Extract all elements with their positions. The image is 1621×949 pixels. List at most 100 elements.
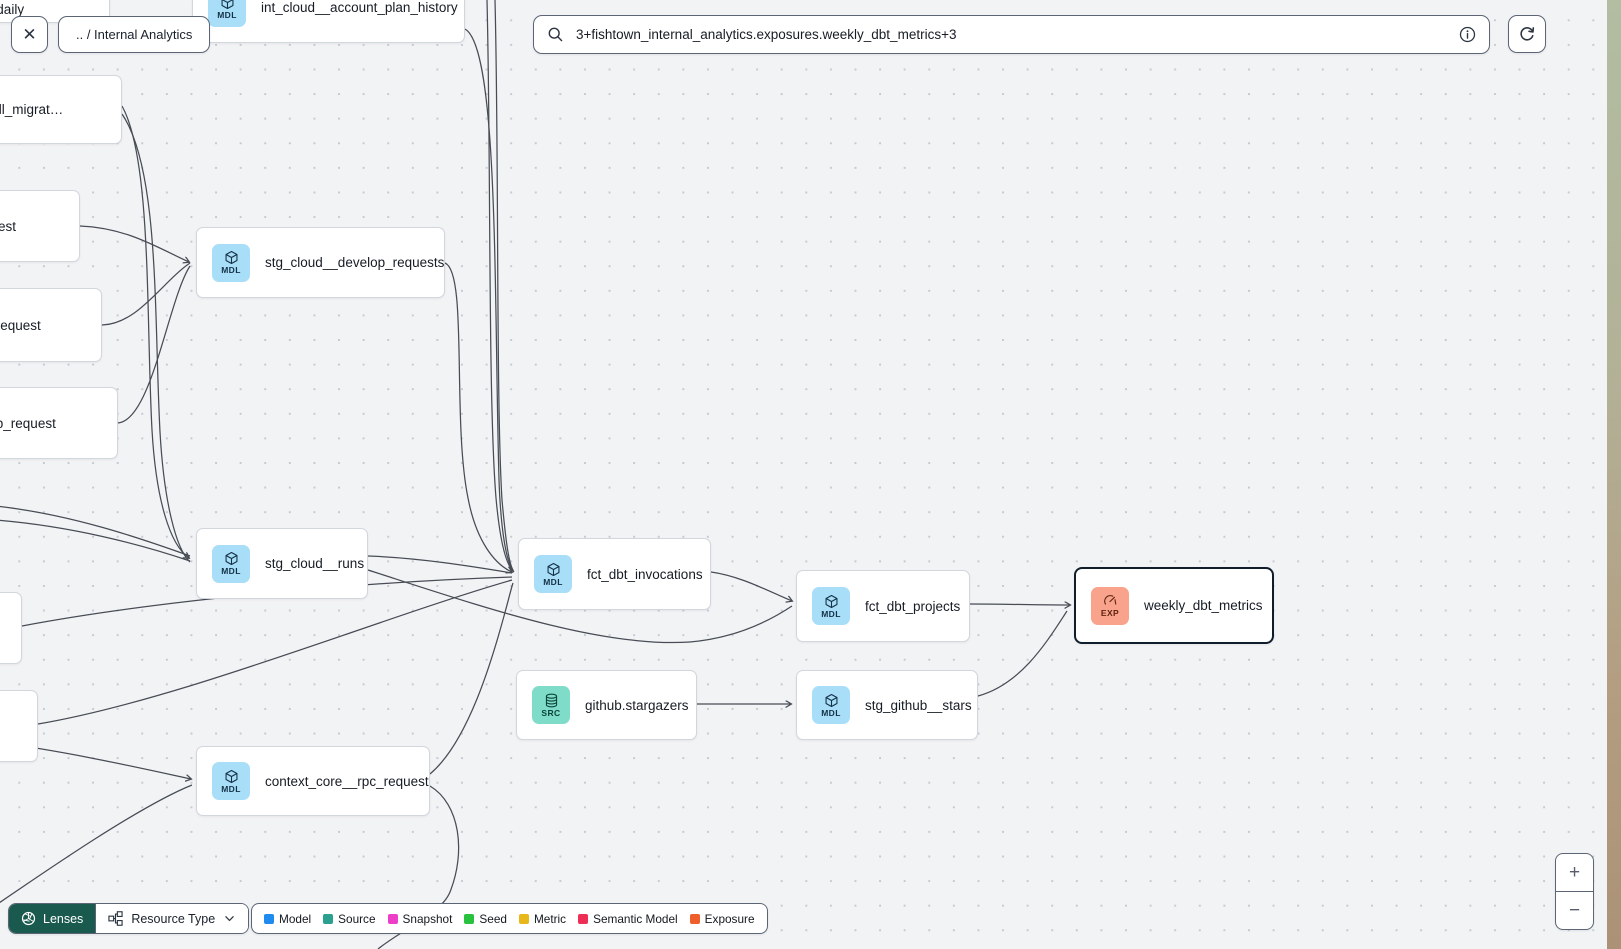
close-button[interactable]: ✕ (11, 16, 48, 53)
lenses-label: Lenses (43, 911, 84, 926)
legend: Model Source Snapshot Seed Metric Semantic Mo… (251, 903, 768, 934)
node-label: multicell_migrat… (0, 102, 64, 117)
edge-p_request--stg_cloud__develop_requests (79, 225, 189, 262)
legend-label: Source (338, 911, 376, 926)
legend-label: Model (279, 911, 312, 926)
legend-item-metric: Metric (518, 912, 566, 926)
badge-label: MDL (221, 783, 241, 794)
node-velop_request[interactable]: velop_request (0, 288, 102, 362)
cube-icon: MDL (534, 555, 572, 593)
node-develop_request[interactable]: develop_request (0, 387, 118, 459)
legend-swatch (323, 913, 334, 924)
cube-icon: MDL (212, 762, 250, 800)
database-icon: SRC (532, 686, 570, 724)
zoom-in-icon: + (1568, 861, 1581, 883)
node-fct_dbt_invocations[interactable]: MDL fct_dbt_invocations (518, 538, 711, 610)
node-n[interactable]: n (0, 592, 22, 664)
node-label: stg_github__stars (865, 697, 972, 713)
breadcrumb[interactable]: .. / Internal Analytics (58, 16, 211, 53)
refresh-button[interactable] (1508, 15, 1546, 53)
edge-int_cloud__account_plan_history--fct_dbt_invocations (464, 28, 514, 571)
edge-multicell_migrat--stg_cloud__runs (121, 105, 189, 558)
badge-label: MDL (217, 10, 237, 21)
node-label: int_cloud__account_plan_history (261, 0, 458, 15)
legend-swatch (518, 913, 529, 924)
badge-label: MDL (221, 566, 241, 577)
legend-item-model: Model (264, 912, 311, 926)
zoom-out-button[interactable]: − (1556, 891, 1593, 929)
cube-icon: MDL (208, 0, 246, 27)
node-github.stargazers[interactable]: SRC github.stargazers (516, 670, 697, 740)
edge-offscreen-top--fct_dbt_invocations (494, 0, 515, 573)
chevron-down-icon (225, 916, 234, 922)
node-context_core__rpc_request[interactable]: MDL context_core__rpc_request (196, 746, 430, 816)
desktop-wallpaper-sliver (1607, 0, 1621, 949)
node-label: snapshot_daily (0, 2, 25, 17)
edge-velop_request--stg_cloud__develop_requests (101, 262, 191, 326)
node-label: weekly_dbt_metrics (1144, 598, 1263, 613)
node-int_cloud__account_plan_history[interactable]: MDL int_cloud__account_plan_history (192, 0, 465, 43)
edge-develop_request--stg_cloud__develop_requests (117, 265, 191, 424)
node-label: velop_request (0, 317, 41, 333)
cube-icon: MDL (812, 686, 850, 724)
edge-fct_dbt_invocations--fct_dbt_projects (710, 571, 792, 601)
legend-item-semantic-model: Semantic Model (578, 912, 678, 926)
resource-type-label: Resource Type (131, 911, 216, 926)
badge-label: EXP (1100, 608, 1120, 619)
search-icon (548, 27, 563, 42)
edge-offscreen-top--fct_dbt_invocations (486, 0, 514, 572)
node-label: stg_cloud__develop_requests (265, 255, 445, 270)
zoom-out-icon: − (1568, 899, 1581, 921)
close-icon: ✕ (22, 24, 37, 44)
refresh-icon (1520, 27, 1535, 41)
resource-type-icon (108, 911, 123, 926)
node-label: github.stargazers (585, 697, 689, 713)
info-icon[interactable] (1459, 26, 1476, 43)
lenses-aperture-icon (21, 911, 36, 926)
badge-label: SRC (541, 707, 561, 718)
legend-label: Semantic Model (593, 911, 678, 926)
node-p_request[interactable]: p_request (0, 190, 80, 262)
edge-stg_cloud__runs--fct_dbt_projects (367, 569, 793, 644)
edge-multicell_migrat--stg_cloud__runs (121, 113, 191, 563)
node-multicell_migrat[interactable]: multicell_migrat… (0, 75, 122, 144)
lenses-button[interactable]: Lenses (9, 904, 96, 933)
node-stg_github__stars[interactable]: MDL stg_github__stars (796, 670, 978, 740)
badge-label: MDL (821, 707, 841, 718)
edge-offscreen-left--stg_cloud__runs (0, 519, 191, 562)
node-run[interactable]: run (0, 690, 38, 762)
edge-context_core__rpc_request--fct_dbt_invocations (429, 582, 514, 775)
node-label: p_request (0, 218, 17, 234)
edge-offscreen-bottom-left--context_core__rpc_request (0, 784, 193, 904)
gauge-icon: EXP (1091, 586, 1129, 625)
node-label: develop_request (0, 415, 56, 431)
legend-swatch (464, 913, 475, 924)
legend-swatch (578, 913, 589, 924)
legend-swatch (264, 913, 274, 924)
node-weekly_dbt_metrics[interactable]: EXP weekly_dbt_metrics (1074, 567, 1274, 644)
edge-fct_dbt_projects--weekly_dbt_metrics (969, 604, 1070, 605)
cube-icon: MDL (812, 587, 850, 625)
legend-item-seed: Seed (464, 912, 507, 926)
node-stg_cloud__develop_requests[interactable]: MDL stg_cloud__develop_requests (196, 227, 445, 298)
node-label: context_core__rpc_request (265, 773, 429, 789)
zoom-in-button[interactable]: + (1556, 854, 1593, 891)
node-label: fct_dbt_invocations (587, 566, 703, 582)
search-input[interactable] (574, 26, 1449, 43)
legend-item-exposure: Exposure (689, 911, 755, 926)
search-bar (533, 15, 1490, 54)
resource-type-dropdown[interactable]: Resource Type (95, 904, 249, 933)
legend-item-snapshot: Snapshot (387, 911, 453, 926)
legend-label: Seed (479, 911, 507, 926)
legend-swatch (387, 913, 398, 924)
badge-label: MDL (821, 608, 841, 619)
legend-label: Exposure (704, 911, 755, 926)
legend-label: Snapshot (402, 911, 453, 926)
lenses-toolbar: Lenses Resource Type (8, 903, 250, 934)
cube-icon: MDL (212, 544, 250, 583)
legend-swatch (689, 913, 700, 924)
badge-label: MDL (221, 265, 241, 276)
